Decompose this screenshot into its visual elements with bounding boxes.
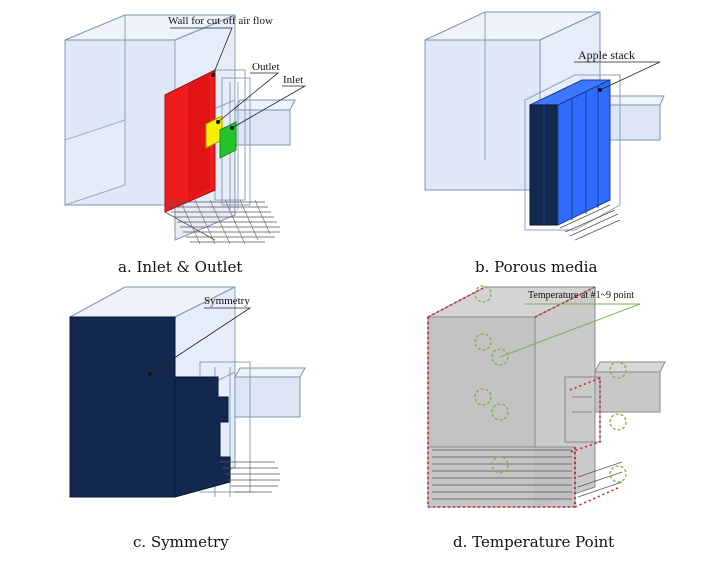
outlet-label: Outlet — [252, 61, 280, 73]
stack-blue-face — [557, 79, 611, 226]
caption-d: d. Temperature Point — [453, 533, 615, 551]
red-marks — [427, 286, 621, 509]
panel-c-drawing — [69, 286, 306, 498]
panel-c: Symmetry c. Symmetry — [0, 282, 360, 563]
panel-b-drawing — [424, 11, 665, 241]
apple-stack-label: Apple stack — [578, 48, 635, 62]
panel-d: Temperature at #1~9 point d. Temperature… — [360, 282, 719, 563]
caption-c: c. Symmetry — [133, 533, 229, 551]
inlet-label: Inlet — [283, 74, 304, 86]
probe-circles — [474, 285, 627, 483]
floor-grid — [164, 201, 280, 243]
panel-b: Apple stack b. Porous media — [360, 0, 719, 282]
caption-b: b. Porous media — [475, 258, 598, 276]
caption-a: a. Inlet & Outlet — [118, 258, 243, 276]
temperature-label: Temperature at #1~9 point — [528, 290, 635, 301]
wall-label: Wall for cut off air flow — [168, 15, 273, 27]
inlet-face — [219, 121, 237, 159]
panel-a: Wall for cut off air flow Outlet Inlet a… — [0, 0, 360, 282]
symmetry-plane — [69, 316, 176, 498]
panel-d-drawing — [427, 285, 666, 509]
panel-a-drawing — [64, 14, 307, 245]
symmetry-label: Symmetry — [204, 295, 250, 307]
